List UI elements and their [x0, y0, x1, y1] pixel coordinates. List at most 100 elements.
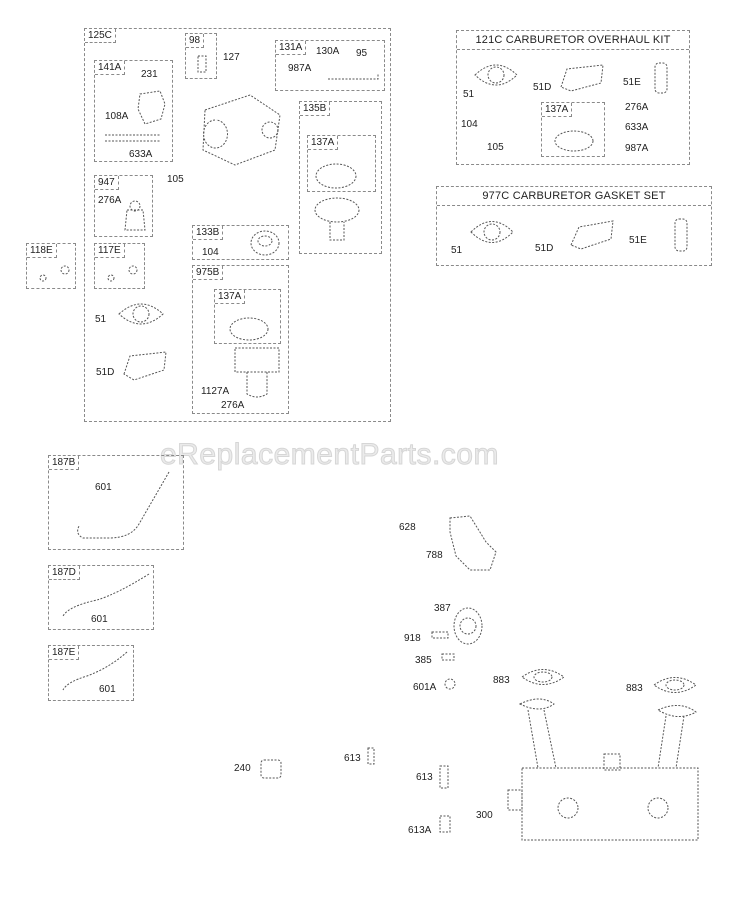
float-bowl-icon	[314, 197, 360, 241]
callout-104: 104	[202, 247, 219, 258]
gasket-51e-icon	[674, 218, 688, 252]
clamp-601a-icon	[444, 678, 456, 690]
diaphragm-icon	[229, 317, 269, 341]
gasket-51-icon	[474, 64, 518, 86]
fitting-icon	[39, 265, 70, 282]
group-187d[interactable]: 187D 601	[48, 565, 154, 630]
callout-187e: 187E	[49, 646, 80, 660]
carburetor-body-icon	[202, 94, 281, 166]
group-133b[interactable]: 133B 104	[192, 225, 289, 260]
callout-51: 51	[95, 314, 107, 325]
group-141a[interactable]: 141A 231 108A 633A	[94, 60, 173, 162]
group-121c-overhaul-kit[interactable]: 121C CARBURETOR OVERHAUL KIT 51 51D 51E …	[456, 30, 690, 165]
bolt-613-icon	[439, 765, 449, 789]
gasket-51d-icon	[123, 351, 167, 381]
callout-108a: 108A	[105, 111, 129, 122]
callout-276a: 276A	[221, 400, 245, 411]
group-98[interactable]: 98	[185, 33, 217, 79]
gasket-883-icon	[653, 677, 697, 693]
callout-125c: 125C	[85, 29, 116, 43]
group-137a-975b[interactable]: 137A	[214, 289, 281, 344]
callout-975b: 975B	[193, 266, 224, 280]
callout-947: 947	[95, 176, 119, 190]
callout-1127a: 1127A	[201, 386, 230, 397]
group-137a-135b[interactable]: 137A	[307, 135, 376, 192]
primer-bulb-icon	[124, 200, 146, 231]
group-137a-121c[interactable]: 137A	[541, 102, 605, 157]
float-bowl-icon	[234, 347, 280, 398]
callout-95: 95	[356, 48, 368, 59]
callout-601: 601	[95, 482, 112, 493]
group-135b[interactable]: 135B	[299, 101, 382, 254]
gasket-51-icon	[470, 221, 514, 243]
fitting-icon	[107, 265, 138, 282]
group-117e[interactable]: 117E	[94, 243, 145, 289]
callout-385: 385	[415, 655, 432, 666]
callout-135b: 135B	[300, 102, 331, 116]
callout-987a: 987A	[288, 63, 312, 74]
float-pin-icon	[328, 73, 379, 80]
callout-51d: 51D	[535, 243, 554, 254]
linkage-part-icon	[105, 134, 161, 142]
solenoid-240-icon	[260, 759, 282, 779]
fuel-line-icon	[77, 471, 170, 539]
callout-276a: 276A	[625, 102, 649, 113]
screw-385-icon	[441, 653, 455, 661]
callout-105: 105	[167, 174, 184, 185]
kit-title: 977C CARBURETOR GASKET SET	[437, 187, 711, 206]
callout-601a: 601A	[413, 682, 437, 693]
bolt-613-icon	[367, 747, 375, 765]
callout-613: 613	[416, 772, 433, 783]
callout-137a: 137A	[308, 136, 339, 150]
callout-240: 240	[234, 763, 251, 774]
group-187b[interactable]: 187B 601	[48, 455, 184, 550]
callout-300: 300	[476, 810, 493, 821]
diaphragm-icon	[554, 130, 594, 152]
watermark: eReplacementParts.com	[160, 438, 499, 472]
callout-187b: 187B	[49, 456, 80, 470]
callout-276a: 276A	[98, 195, 122, 206]
callout-137a: 137A	[542, 103, 573, 117]
callout-137a: 137A	[215, 290, 246, 304]
callout-601: 601	[99, 684, 116, 695]
fuel-line-icon	[62, 573, 150, 617]
kit-title: 121C CARBURETOR OVERHAUL KIT	[457, 31, 689, 50]
group-975b[interactable]: 975B 1127A 276A	[192, 265, 289, 414]
gasket-883-icon	[521, 669, 565, 685]
callout-883: 883	[493, 675, 510, 686]
callout-130a: 130A	[316, 46, 340, 57]
callout-613: 613	[344, 753, 361, 764]
callout-131a: 131A	[276, 41, 307, 55]
gasket-51d-icon	[560, 64, 604, 92]
group-947[interactable]: 947 276A	[94, 175, 153, 237]
callout-105: 105	[487, 142, 504, 153]
callout-118e: 118E	[27, 244, 57, 258]
gasket-51d-icon	[570, 220, 614, 250]
group-125c[interactable]: 125C	[84, 28, 391, 422]
callout-51d: 51D	[533, 82, 552, 93]
muffler-300-icon	[507, 698, 699, 841]
callout-187d: 187D	[49, 566, 80, 580]
callout-883: 883	[626, 683, 643, 694]
callout-231: 231	[141, 69, 158, 80]
callout-127: 127	[223, 52, 240, 63]
callout-633a: 633A	[625, 122, 649, 133]
group-187e[interactable]: 187E 601	[48, 645, 134, 701]
callout-918: 918	[404, 633, 421, 644]
callout-51: 51	[463, 89, 475, 100]
group-131a[interactable]: 131A 130A 95 987A	[275, 40, 385, 91]
group-977c-gasket-set[interactable]: 977C CARBURETOR GASKET SET 51 51D 51E	[436, 186, 712, 266]
fitting-918-icon	[431, 631, 449, 639]
callout-51d: 51D	[96, 367, 115, 378]
callout-788: 788	[426, 550, 443, 561]
callout-98: 98	[186, 34, 205, 48]
group-118e[interactable]: 118E	[26, 243, 76, 289]
callout-987a: 987A	[625, 143, 649, 154]
callout-141a: 141A	[95, 61, 126, 75]
callout-51e: 51E	[629, 235, 647, 246]
callout-601: 601	[91, 614, 108, 625]
callout-133b: 133B	[193, 226, 224, 240]
callout-51: 51	[451, 245, 463, 256]
callout-387: 387	[434, 603, 451, 614]
callout-613a: 613A	[408, 825, 432, 836]
